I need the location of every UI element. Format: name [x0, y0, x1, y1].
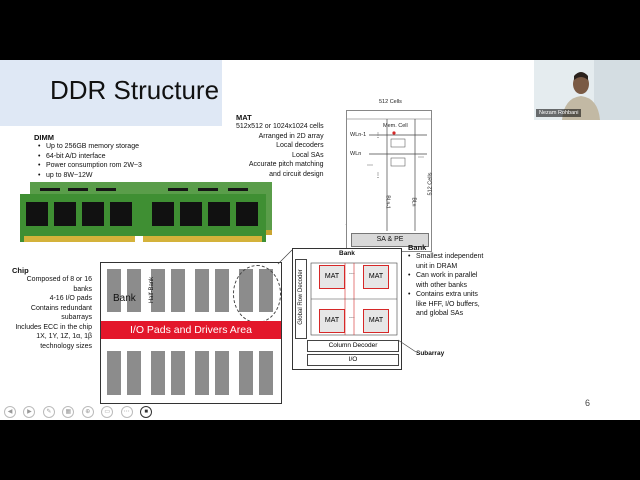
page-number: 6 [585, 398, 591, 408]
bank-bullet: Smallest independent unit in DRAM [408, 252, 488, 271]
half-bank-block [151, 269, 165, 312]
title-background [0, 60, 222, 126]
subtitles-icon[interactable]: ▭ [101, 405, 114, 418]
subarray-label: Subarray [416, 350, 445, 357]
presenter-webcam: Nezam Rohbani [534, 60, 640, 120]
dimm-bullet: Up to 256GB memory storage [38, 142, 142, 152]
mat-bullet: Accurate pitch matching [248, 161, 324, 168]
mat-cell-box: MAT [363, 309, 389, 333]
slide: DDR Structure Nezam Rohbani DIMM Up to 2… [0, 60, 640, 420]
mat-cell-array: ⋮ ⋮ ⋯ ⋯ [347, 118, 431, 231]
camera-icon[interactable]: ■ [140, 405, 153, 418]
bank-block [171, 269, 185, 312]
half-bank-label: Half-Bank [149, 276, 156, 304]
mat-section: MAT 512x512 or 1024x1024 cells Arranged … [236, 113, 324, 179]
chip-diagram: Bank Half-Bank I/O Pads and Drivers Area [100, 262, 282, 404]
row-decoder-label: Global Row Decoder [298, 269, 304, 325]
bl-left-label: BLn-1 [384, 195, 391, 209]
slides-overview-icon[interactable]: ▦ [62, 405, 75, 418]
bank-heading: Bank [408, 243, 427, 252]
wl-top-label: WLn-1 [350, 132, 367, 138]
bank-block [151, 351, 165, 395]
chip-bullet: 4-16 I/O pads [49, 295, 92, 302]
sa-pe-box: SA & PE [351, 233, 429, 247]
bank-block [127, 351, 141, 395]
dimm-bullet: 64-bit A/D interface [38, 152, 142, 162]
mat-heading: MAT [236, 113, 252, 122]
bank-io-box: I/O [307, 354, 399, 366]
mem-cell-label: Mem. Cell [383, 123, 408, 129]
bank-block [107, 269, 121, 312]
bank-block [107, 351, 121, 395]
bank-block [127, 269, 141, 312]
mat-bullet: and circuit design [269, 170, 324, 178]
dimm-bullet: up to 8W~12W [38, 171, 142, 181]
subarray-pointer [397, 339, 417, 353]
chip-heading: Chip [12, 266, 29, 275]
bank-bullet: Can work in parallel with other banks [408, 271, 488, 290]
bank-block [239, 351, 253, 395]
svg-text:⋮: ⋮ [375, 173, 381, 179]
zoom-icon[interactable]: ⊕ [81, 405, 94, 418]
chip-bullet: Contains redundant subarrays [30, 304, 92, 322]
chip-bullet: Composed of 8 or 16 banks [26, 276, 92, 293]
next-slide-icon[interactable]: ▶ [23, 405, 36, 418]
svg-text:⋯: ⋯ [367, 163, 373, 169]
column-decoder-box: Column Decoder [307, 340, 399, 352]
bl-right-label: BLn [410, 197, 417, 207]
bank-block [195, 269, 209, 312]
dimm-module-image [20, 182, 272, 244]
pen-icon[interactable]: ✎ [42, 405, 55, 418]
mat-cell-box: MAT [319, 309, 345, 333]
chip-bullet: 1X, 1Y, 1Z, 1α, 1β technology sizes [36, 333, 92, 350]
dimm-bullet: Power consumption rom 2W~3 [38, 161, 142, 171]
bank-block [195, 351, 209, 395]
wl-bottom-label: WLn [350, 151, 362, 157]
mat-bullet: Local SAs [292, 151, 324, 159]
bank-section: Bank Smallest independent unit in DRAM C… [408, 243, 488, 319]
chip-section: Chip Composed of 8 or 16 banks 4-16 I/O … [12, 266, 92, 351]
previous-slide-icon[interactable]: ◀ [4, 405, 16, 418]
bank-block [259, 351, 273, 395]
svg-text:⋮: ⋮ [375, 133, 381, 139]
mat-dots: ... [349, 269, 355, 276]
slide-title: DDR Structure [50, 75, 220, 105]
bank-mat-grid-lines [310, 262, 398, 336]
io-pads-bar: I/O Pads and Drivers Area [101, 321, 281, 339]
mat-cell-box: MAT [319, 265, 345, 289]
bank-block [215, 269, 229, 312]
mat-diagram: 512 Cells 512 Cells Mem. Cell WLn-1 WLn … [346, 99, 433, 252]
mat-bullet: 512x512 or 1024x1024 cells [236, 123, 324, 130]
row-decoder-box: Global Row Decoder [295, 259, 307, 339]
mat-cells-top: 512 Cells [379, 99, 402, 105]
chip-bank-label: Bank [113, 293, 136, 304]
mat-cell-box: MAT [363, 265, 389, 289]
svg-text:⋯: ⋯ [418, 155, 424, 161]
presentation-controls[interactable]: ◀ ▶ ✎ ▦ ⊕ ▭ ⋯ ■ [4, 403, 155, 420]
mat-dots: ... [349, 313, 355, 320]
presenter-name: Nezam Rohbani [536, 109, 582, 117]
bank-diagram-label: Bank [339, 250, 355, 257]
mat-bullet: Arranged in 2D array [258, 132, 324, 140]
dimm-heading: DIMM [34, 133, 54, 142]
bank-diagram: Bank Global Row Decoder MAT MAT MAT MAT … [292, 248, 402, 370]
bank-block [171, 351, 185, 395]
dimm-section: DIMM Up to 256GB memory storage 64-bit A… [34, 133, 142, 180]
bank-block [215, 351, 229, 395]
mat-bullet: Local decoders [276, 142, 324, 149]
chip-bullet: Includes ECC in the chip [15, 323, 92, 331]
bank-bullet: Contains extra units like HFF, I/O buffe… [408, 290, 488, 319]
more-options-icon[interactable]: ⋯ [120, 405, 133, 418]
